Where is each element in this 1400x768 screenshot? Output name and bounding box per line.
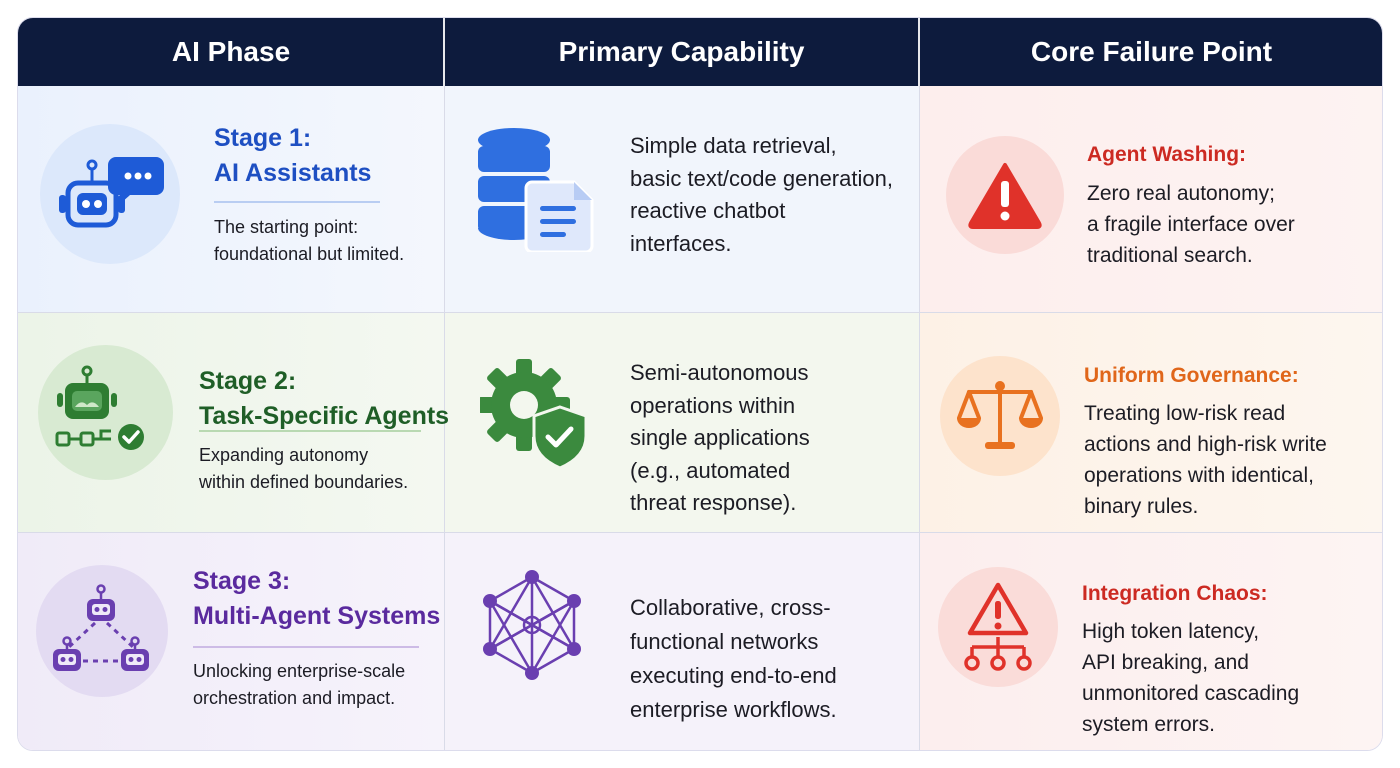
header-primary-capability: Primary Capability <box>444 18 919 86</box>
warning-hierarchy-icon <box>938 567 1058 687</box>
header-core-failure-point: Core Failure Point <box>919 18 1382 86</box>
column-divider <box>919 86 920 750</box>
header-divider <box>443 18 445 86</box>
cell-stage3-capability <box>444 532 919 750</box>
stage2-failure-line3: operations with identical, <box>1084 464 1314 487</box>
multi-robot-network-icon <box>36 565 168 697</box>
stage3-title-line2: Multi-Agent Systems <box>193 602 441 630</box>
stage2-desc-line2: within defined boundaries. <box>199 472 409 492</box>
stage1-capability-line3: reactive chatbot <box>630 198 786 223</box>
header-divider <box>918 18 920 86</box>
stage3-failure-line4: system errors. <box>1082 713 1216 736</box>
stage1-desc-line1: The starting point: <box>214 217 359 237</box>
stage2-desc-line1: Expanding autonomy <box>199 445 369 465</box>
stage3-desc-line2: orchestration and impact. <box>193 688 396 708</box>
database-document-icon <box>476 124 596 254</box>
stage2-capability-line1: Semi-autonomous <box>630 360 809 385</box>
row-divider <box>18 532 1382 533</box>
stage3-failure-title: Integration Chaos: <box>1082 582 1268 605</box>
stage3-failure-line1: High token latency, <box>1082 620 1260 643</box>
stage3-failure-line3: unmonitored cascading <box>1082 682 1300 705</box>
robot-workflow-check-icon <box>38 345 173 480</box>
row-divider <box>18 312 1382 313</box>
stage3-title-line1: Stage 3: <box>193 567 291 595</box>
stage2-capability-line3: single applications <box>630 425 810 450</box>
column-divider <box>444 86 445 750</box>
stage2-title-line2: Task-Specific Agents <box>199 402 450 430</box>
stage1-capability-line1: Simple data retrieval, <box>630 133 837 158</box>
stage1-failure-title: Agent Washing: <box>1087 143 1247 166</box>
stage1-capability-line2: basic text/code generation, <box>630 166 893 191</box>
warning-triangle-icon <box>946 136 1064 254</box>
header-ai-phase: AI Phase <box>18 18 444 86</box>
network-mesh-icon <box>480 569 584 681</box>
stage2-capability-line5: threat response). <box>630 490 797 515</box>
stage1-desc-line2: foundational but limited. <box>214 244 405 264</box>
ai-phases-table: AI Phase Primary Capability Core Failure… <box>17 17 1383 751</box>
stage1-rule <box>214 201 380 203</box>
stage2-failure-line1: Treating low-risk read <box>1084 402 1286 425</box>
stage2-title-line1: Stage 2: <box>199 367 297 395</box>
stage2-rule <box>199 430 421 432</box>
stage1-failure-line3: traditional search. <box>1087 244 1253 267</box>
stage1-failure-line1: Zero real autonomy; <box>1087 182 1275 205</box>
stage3-capability-line1: Collaborative, cross- <box>630 595 831 620</box>
balance-scale-icon <box>940 356 1060 476</box>
stage1-title-line2: AI Assistants <box>214 159 372 187</box>
stage1-failure-line2: a fragile interface over <box>1087 213 1295 236</box>
stage3-capability-line3: executing end-to-end <box>630 663 837 688</box>
stage1-title-line1: Stage 1: <box>214 124 312 152</box>
stage3-failure-line2: API breaking, and <box>1082 651 1249 674</box>
stage3-desc-line1: Unlocking enterprise-scale <box>193 661 406 681</box>
robot-chat-icon <box>40 124 180 264</box>
stage1-capability-line4: interfaces. <box>630 231 732 256</box>
stage3-capability-line2: functional networks <box>630 629 819 654</box>
stage2-capability-line2: operations within <box>630 393 796 418</box>
stage2-failure-line2: actions and high-risk write <box>1084 433 1327 456</box>
stage2-capability-line4: (e.g., automated <box>630 458 791 483</box>
stage3-capability-line4: enterprise workflows. <box>630 697 837 722</box>
stage3-rule <box>193 646 419 648</box>
stage2-failure-title: Uniform Governance: <box>1084 364 1299 387</box>
gear-shield-check-icon <box>478 353 592 470</box>
stage2-failure-line4: binary rules. <box>1084 495 1199 518</box>
